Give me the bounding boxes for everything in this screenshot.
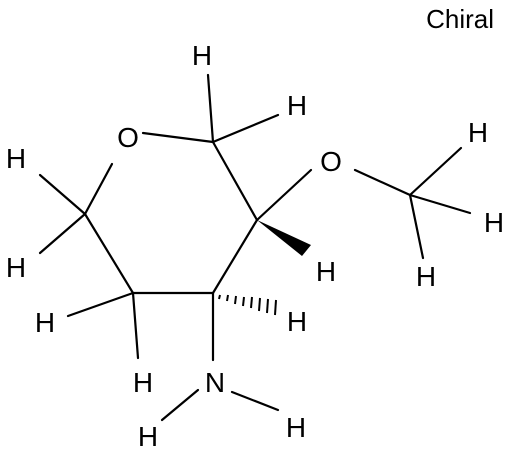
- bond-c6-o: [83, 162, 114, 216]
- atom-n-amine: N: [205, 367, 225, 398]
- bond-c2-h-top: [206, 73, 215, 144]
- bond-c5-h-left: [66, 291, 135, 318]
- atom-o-methoxy: O: [320, 146, 342, 177]
- atom-h-c6-lower: H: [6, 252, 26, 283]
- atom-o-ring: O: [117, 122, 139, 153]
- atom-h-amine-right: H: [286, 412, 306, 443]
- atom-h-methyl-bottom: H: [416, 261, 436, 292]
- atom-h-methyl-top: H: [468, 117, 488, 148]
- bond-n-h-right: [230, 390, 280, 412]
- bond-cme-h-top: [408, 146, 463, 197]
- bond-c2-h-right: [211, 113, 280, 144]
- atom-h-c2-top: H: [192, 40, 212, 71]
- atom-h-c5-left: H: [35, 307, 55, 338]
- wedge-bond-c3-h: [257, 220, 311, 256]
- bond-omethoxy-cme: [353, 168, 412, 197]
- atom-h-c6-upper: H: [6, 143, 26, 174]
- atom-h-c2-right: H: [287, 90, 307, 121]
- bond-o-c2: [141, 131, 215, 144]
- bond-n-h-left: [160, 388, 200, 422]
- bond-c5-h-bottom: [131, 291, 140, 360]
- atom-h-c5-bottom: H: [133, 367, 153, 398]
- bond-c5-c6: [83, 212, 135, 295]
- bonds: [38, 73, 472, 422]
- atom-h-c3-wedge: H: [316, 256, 336, 287]
- bond-cme-h-bottom: [408, 193, 425, 260]
- hash-bond-c4-h: [218, 294, 277, 316]
- bond-cme-h-right: [408, 193, 472, 215]
- bond-c6-h-upper: [38, 173, 87, 216]
- bond-c6-h-lower: [38, 212, 87, 255]
- atom-h-methyl-right: H: [484, 207, 504, 238]
- atom-h-c4-hash: H: [287, 306, 307, 337]
- bond-c3-c4: [211, 218, 259, 295]
- bond-c3-omethoxy: [255, 168, 313, 222]
- bond-c2-c3: [211, 140, 259, 222]
- chiral-label: Chiral: [426, 4, 494, 34]
- atom-h-amine-left: H: [138, 421, 158, 452]
